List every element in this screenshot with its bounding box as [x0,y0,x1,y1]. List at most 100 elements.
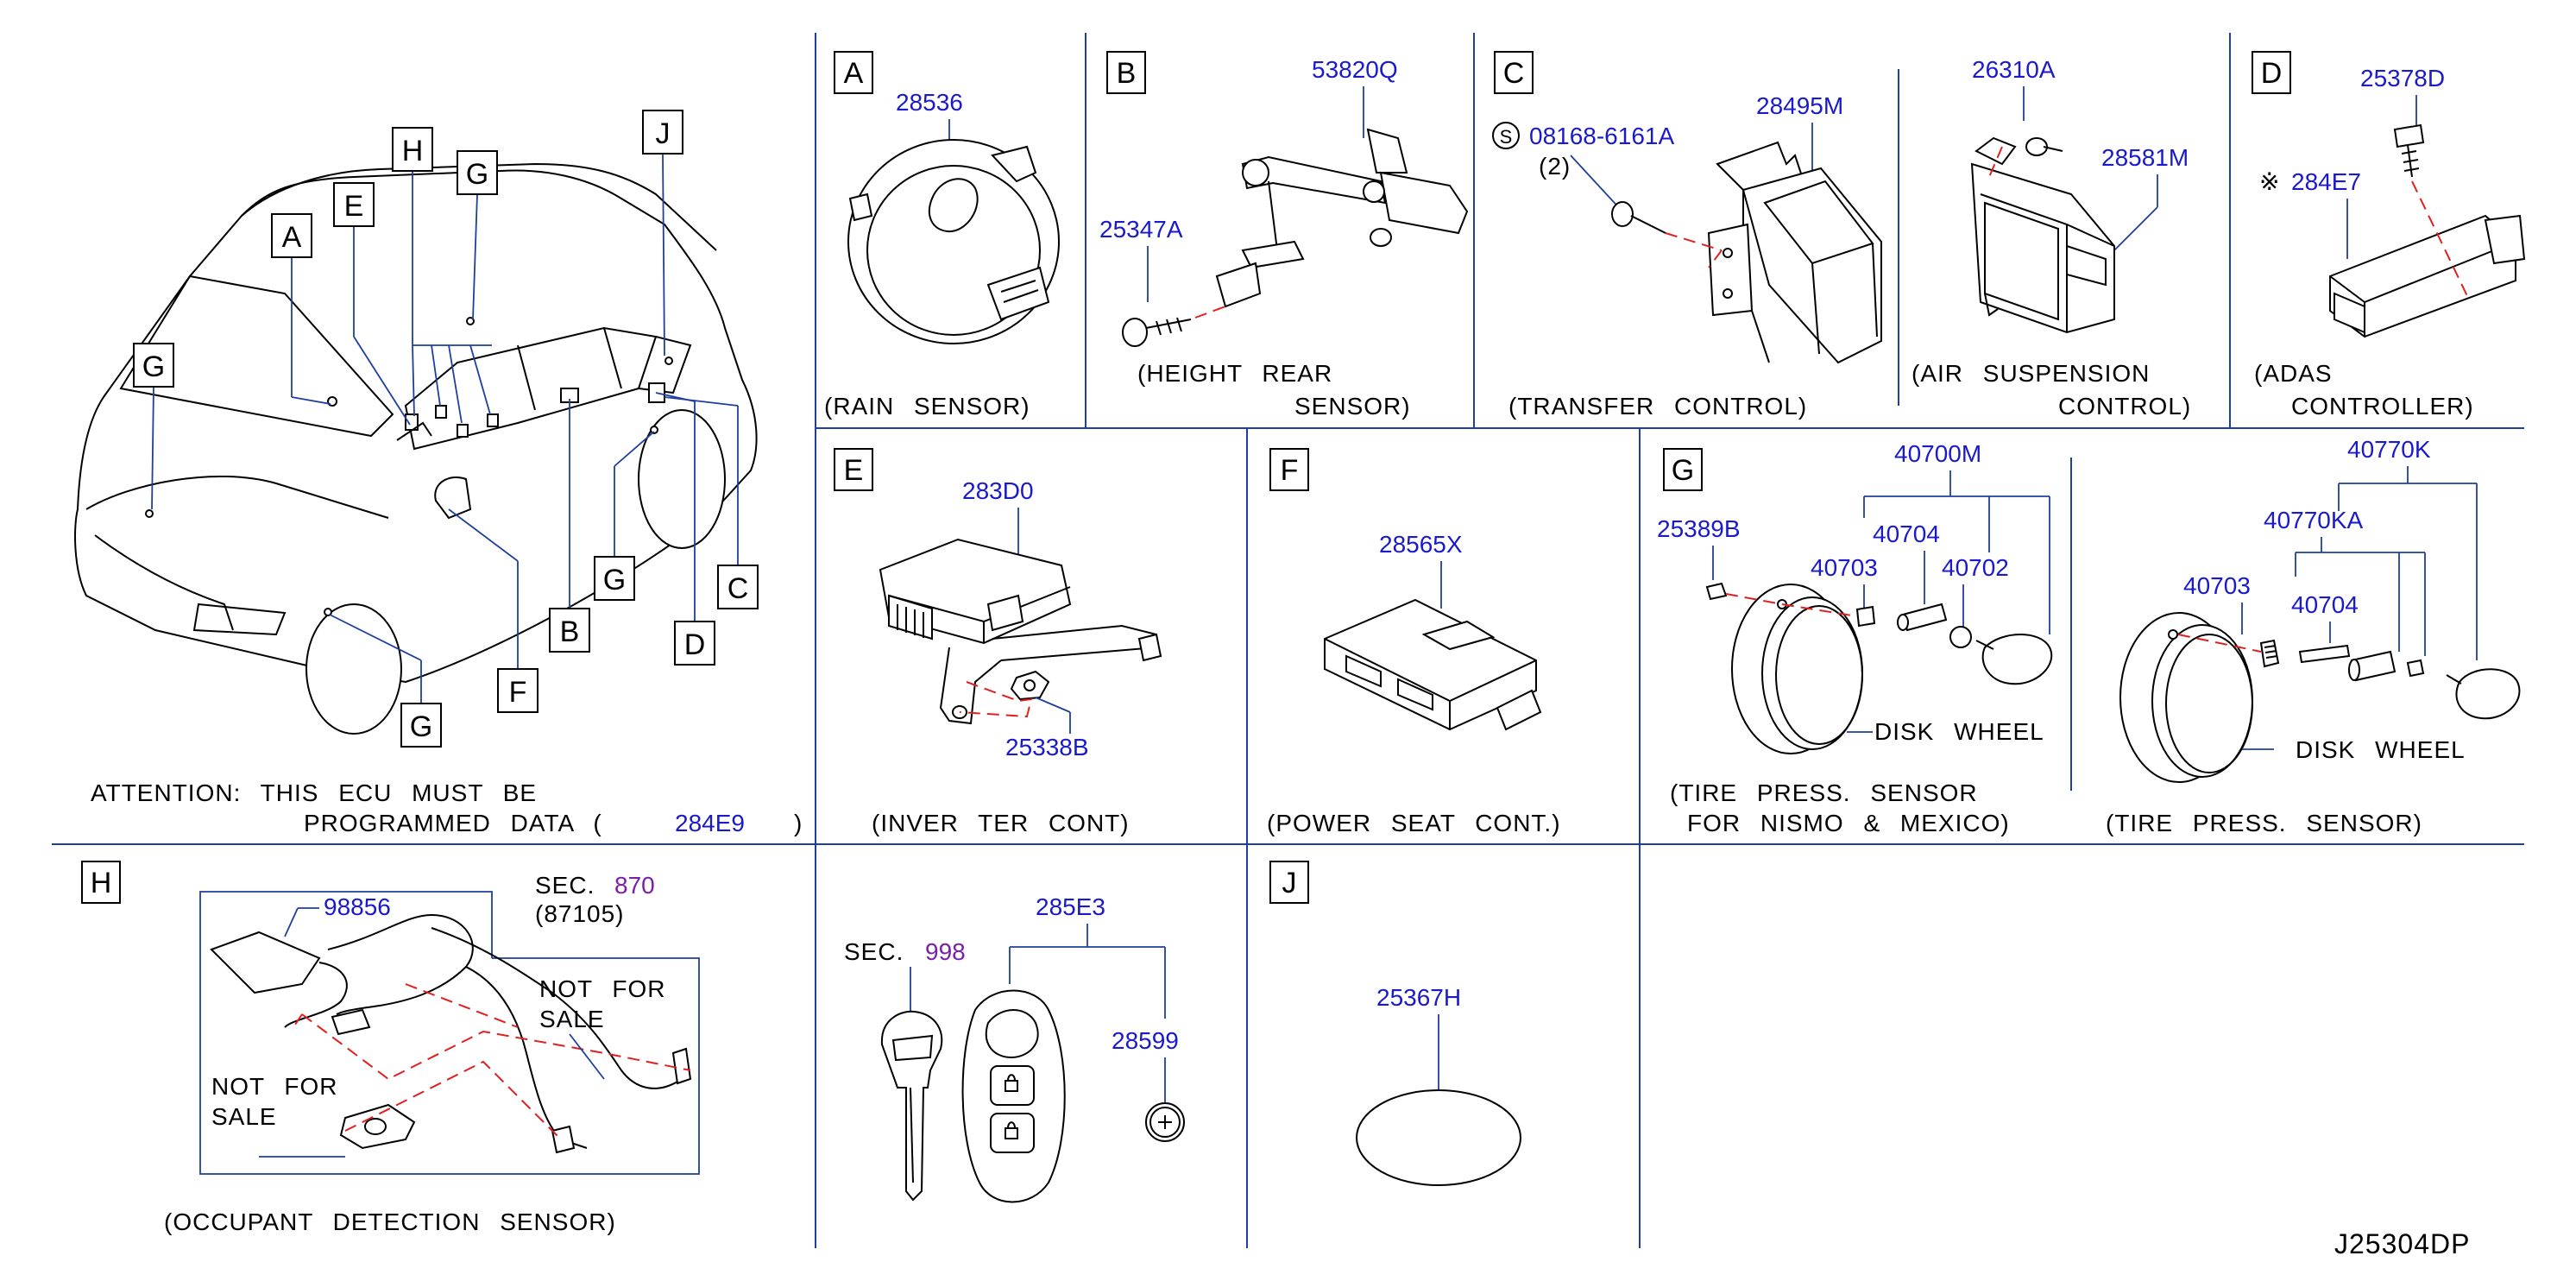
part-number-284E7: 284E7 [2291,168,2361,195]
overview-leaders [151,153,739,704]
overview-letter-boxes: A E H G J G G F B G D C [133,110,759,748]
part-number-28536: 28536 [896,89,963,116]
svg-text:D: D [684,628,706,661]
svg-text:D: D [2261,57,2283,90]
svg-text:SEC.: SEC. [535,872,595,899]
panel-j: J 25367H [1269,861,1521,1186]
adhesive-pad-illustration [1356,1089,1521,1186]
vehicle-windshield [119,274,394,438]
rear-wheel [638,409,726,549]
panel-air-suspension-control: 26310A 28581M (AIR SUSPENSION CONTROL) [1912,56,2191,420]
svg-text:※: ※ [2259,168,2280,195]
svg-text:(INVER TER CONT): (INVER TER CONT) [872,810,1130,836]
svg-text:(OCCUPANT DETECTION SENSOR): (OCCUPANT DETECTION SENSOR) [164,1208,616,1235]
vehicle-side-windows [404,326,658,451]
svg-text:NOT FOR: NOT FOR [211,1073,337,1100]
part-number-40703: 40703 [1811,554,1878,581]
panel-b-height-sensor: B 53820Q 25347A (HEIGHT REAR SENSOR) [1099,51,1469,420]
callout-box-g-bottom: G [400,703,442,748]
part-number-25378D: 25378D [2360,65,2445,92]
svg-text:SALE: SALE [211,1103,277,1130]
part-number-40704: 40704 [1873,521,1940,547]
svg-text:PROGRAMMED DATA (: PROGRAMMED DATA ( [304,810,602,836]
svg-text:SALE: SALE [539,1006,605,1032]
disk-wheel-illustration-g2 [2119,612,2521,783]
svg-text:J: J [656,117,671,150]
svg-text:F: F [509,676,527,709]
svg-text:): ) [794,810,803,836]
part-number-28495M: 28495M [1756,92,1843,119]
callout-box-g-right: G [594,556,635,601]
part-number-28565X: 28565X [1379,531,1463,558]
svg-text:J: J [1282,867,1297,899]
part-number-283D0: 283D0 [962,477,1034,504]
part-number-40702: 40702 [1942,554,2009,581]
part-number-40700M: 40700M [1894,440,1981,467]
callout-box-c: C [717,565,759,609]
svg-text:870: 870 [614,872,655,899]
front-wheel [305,603,402,735]
svg-text:C: C [727,572,749,605]
part-number-98856: 98856 [324,893,391,920]
side-mirror [434,476,472,520]
part-number-25389B: 25389B [1657,515,1741,542]
svg-text:CONTROL): CONTROL) [2058,393,2191,420]
svg-text:B: B [560,615,580,648]
callout-box-d: D [674,621,715,666]
svg-text:(HEIGHT REAR: (HEIGHT REAR [1137,360,1332,387]
svg-text:(87105): (87105) [535,900,625,927]
inverter-control-illustration [879,538,1162,725]
part-number-26310A: 26310A [1972,56,2056,83]
panel-g2-tire-pressure: 40770K 40770KA 40703 40704 [2106,436,2521,836]
panel-key-fob: SEC. 998 285E3 28599 [844,893,1185,1203]
diagram-code: J25304DP [2334,1228,2470,1259]
svg-text:G: G [1672,454,1694,487]
vehicle-grille [94,534,234,631]
smart-key-fob-illustration [961,989,1066,1203]
mechanical-key-illustration [880,1010,943,1202]
svg-text:NOT FOR: NOT FOR [539,975,665,1002]
rain-sensor-illustration [847,139,1060,344]
svg-text:H: H [91,867,112,899]
panel-g-tire-pressure-nismo: G 40700M 25389B 40704 40703 40702 [1657,440,2053,836]
part-number-285E3: 285E3 [1036,893,1105,920]
panel-a-rain-sensor: A 28536 (RAIN SENSOR) [824,51,1060,420]
svg-text:284E9: 284E9 [675,810,745,836]
callout-box-g-left: G [133,343,174,388]
svg-text:G: G [142,350,165,383]
svg-text:DISK WHEEL: DISK WHEEL [2296,736,2466,763]
callout-box-h: H [392,127,433,172]
callout-box-e: E [333,182,375,227]
svg-text:A: A [844,57,864,90]
vehicle-hood [85,476,389,519]
part-number-25347A: 25347A [1099,216,1183,243]
svg-text:(POWER SEAT CONT.): (POWER SEAT CONT.) [1267,810,1561,836]
part-number-53820Q: 53820Q [1312,56,1398,83]
svg-text:E: E [844,454,864,487]
svg-text:CONTROLLER): CONTROLLER) [2291,393,2474,420]
svg-text:E: E [344,190,364,223]
svg-text:(2): (2) [1539,153,1571,180]
part-number-40770K: 40770K [2347,436,2431,463]
svg-text:(AIR SUSPENSION: (AIR SUSPENSION [1912,360,2150,387]
svg-text:S: S [1500,126,1513,148]
svg-text:(RAIN SENSOR): (RAIN SENSOR) [824,393,1030,420]
part-number-08168-6161A: 08168-6161A [1529,123,1674,149]
panel-h-occupant-detection: H 98856 SEC. 870 (87105) NOT FOR SALE NO… [81,861,700,1235]
vehicle-overview [74,162,758,735]
coin-battery-illustration [1145,1102,1185,1142]
occupant-sensor-harness-illustration [210,913,692,1154]
attention-note: ATTENTION: THIS ECU MUST BE PROGRAMMED D… [91,779,803,836]
panel-d-adas-controller: D 25378D ※ 284E7 (ADAS CONTROLLER) [2252,51,2526,420]
svg-text:A: A [282,221,302,254]
callout-box-a: A [271,213,312,258]
svg-text:DISK WHEEL: DISK WHEEL [1874,718,2044,745]
svg-text:F: F [1281,454,1299,487]
part-number-28599: 28599 [1112,1027,1179,1054]
svg-text:H: H [402,135,424,167]
part-number-28581M: 28581M [2101,144,2189,171]
callout-box-b: B [549,608,590,653]
part-number-40704-g2: 40704 [2291,591,2359,618]
adas-controller-illustration [2329,123,2526,338]
svg-text:C: C [1503,57,1525,90]
